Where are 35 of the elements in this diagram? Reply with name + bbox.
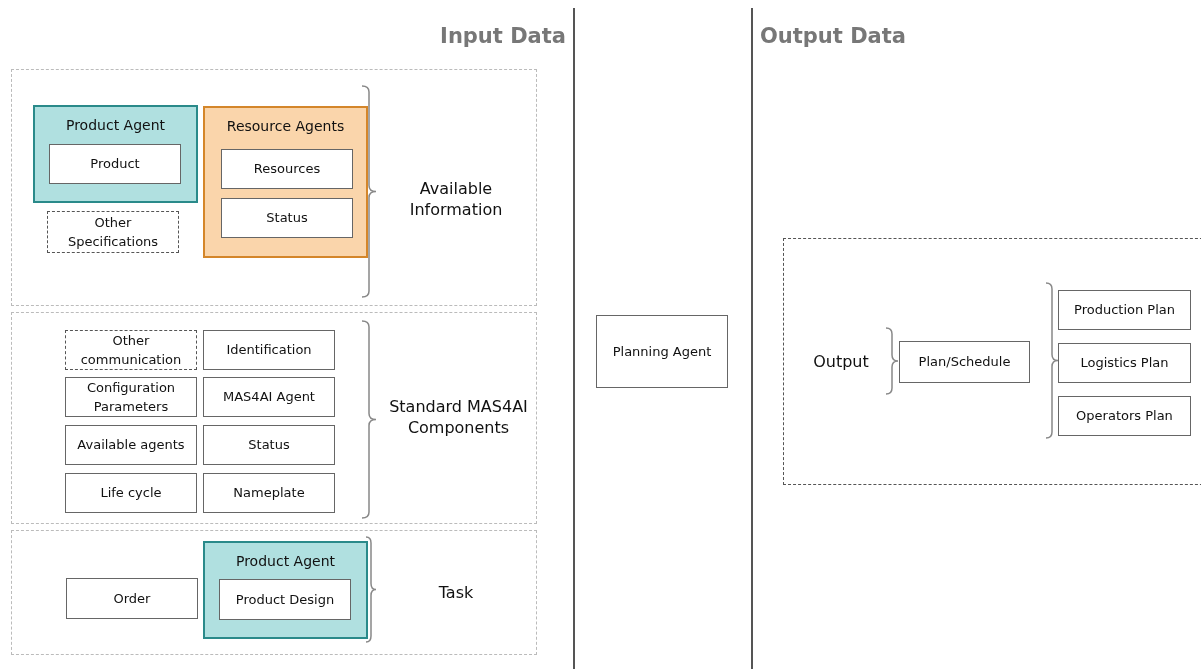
column-heading: Output Data [760, 24, 907, 48]
dashed-panel [11, 312, 537, 524]
text-box: Nameplate [203, 473, 335, 513]
text-box: Production Plan [1058, 290, 1191, 330]
section-label: Output [812, 352, 870, 373]
box-title: Product Agent [64, 117, 166, 133]
text-box: Available agents [65, 425, 197, 465]
section-label: Standard MAS4AI Components [388, 397, 529, 439]
text-box: Product [49, 144, 181, 184]
dashed-panel [783, 238, 1201, 485]
section-label: Available Information [408, 179, 504, 221]
column-heading: Input Data [439, 24, 566, 48]
dashed-panel [11, 530, 537, 655]
agent-box [203, 106, 368, 258]
text-box: Identification [203, 330, 335, 370]
text-box: Life cycle [65, 473, 197, 513]
dashed-panel [11, 69, 537, 306]
text-box: Plan/Schedule [899, 341, 1030, 383]
text-box: Product Design [219, 579, 351, 620]
dashed-text-box: Other Specifications [47, 211, 179, 253]
section-label: Task [437, 583, 475, 604]
box-title: Product Agent [234, 553, 336, 569]
text-box: Operators Plan [1058, 396, 1191, 436]
text-box: MAS4AI Agent [203, 377, 335, 417]
text-box: Resources [221, 149, 353, 189]
dashed-text-box: Other communication [65, 330, 197, 370]
text-box: Planning Agent [596, 315, 728, 388]
box-title: Resource Agents [225, 118, 346, 134]
text-box: Status [221, 198, 353, 238]
text-box: Logistics Plan [1058, 343, 1191, 383]
text-box: Order [66, 578, 198, 619]
text-box: Configuration Parameters [65, 377, 197, 417]
text-box: Status [203, 425, 335, 465]
agent-box [203, 541, 368, 639]
agent-box [33, 105, 198, 203]
